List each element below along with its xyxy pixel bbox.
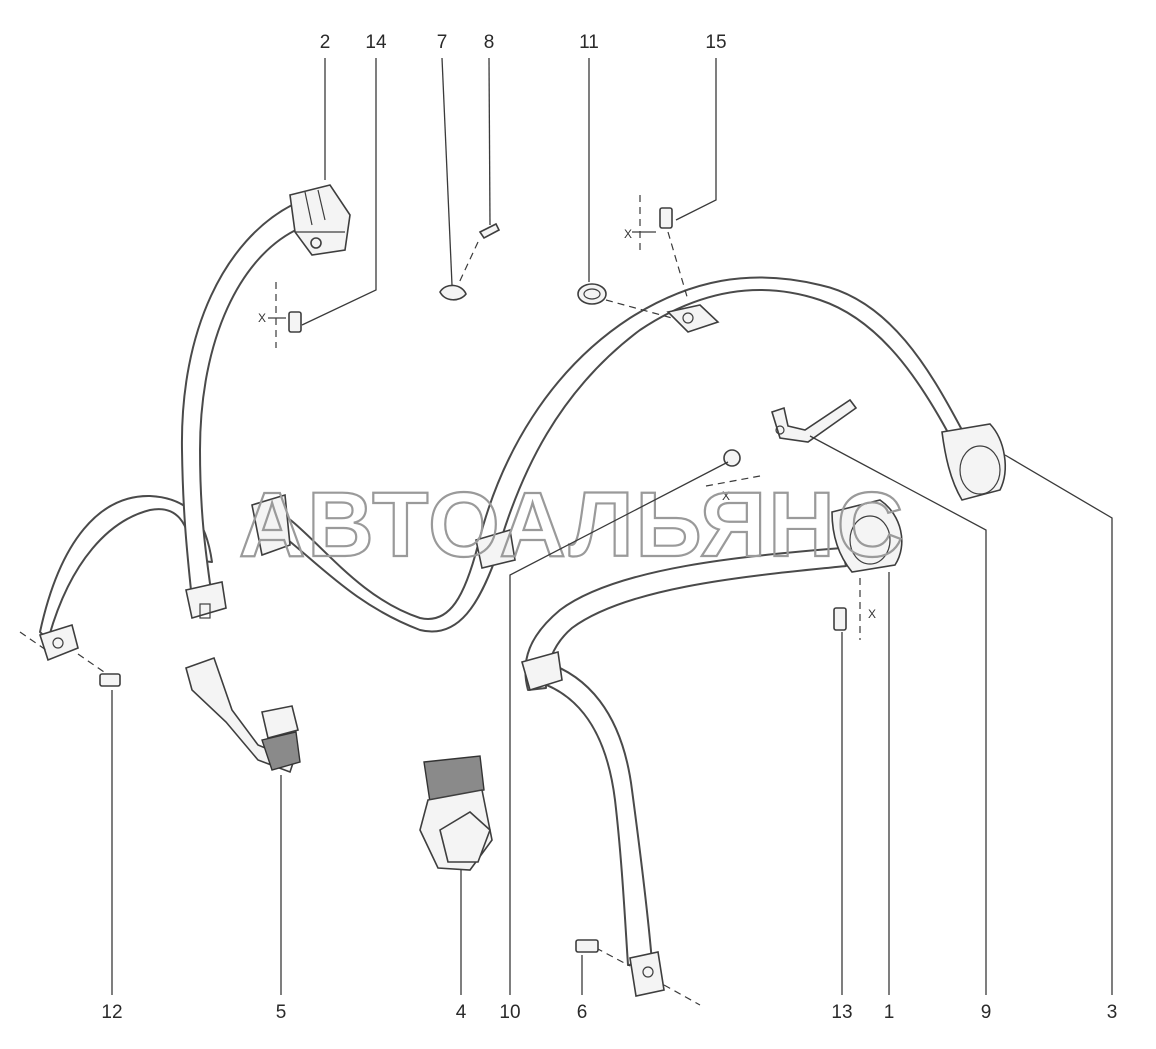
tongue-plate-center — [251, 493, 291, 557]
part-number-4: 4 — [456, 1002, 467, 1023]
tongue-plate-10 — [475, 528, 516, 569]
bolt-13: X — [833, 578, 876, 640]
part-number-11: 11 — [579, 32, 599, 53]
bolt-14: X — [258, 282, 302, 348]
part-number-2: 2 — [320, 32, 331, 53]
tongue-plate-left — [185, 581, 227, 620]
dimension-x-top: X — [624, 227, 632, 241]
part-number-12: 12 — [101, 1002, 122, 1023]
part-number-8: 8 — [484, 32, 495, 53]
bolt-6 — [575, 939, 599, 953]
cap-11 — [577, 283, 673, 319]
anchor-12-plate — [19, 623, 105, 673]
part-number-1: 1 — [884, 1002, 895, 1023]
dimension-x-right: X — [868, 607, 876, 621]
part-number-15: 15 — [705, 32, 726, 53]
watermark: АВТОАЛЬЯНС — [239, 474, 905, 576]
belt-center-s — [257, 276, 963, 633]
belt-right — [524, 547, 847, 691]
belt-left-lap — [39, 494, 213, 641]
clip-7 — [439, 284, 467, 301]
retractor-3 — [941, 423, 1006, 501]
bolt-12 — [99, 673, 121, 687]
buckle-4 — [419, 755, 493, 871]
belt-right-lower — [531, 661, 653, 966]
part-number-7: 7 — [437, 32, 448, 53]
buckle-5 — [185, 656, 301, 774]
dimension-x-left: X — [258, 311, 266, 325]
part-number-5: 5 — [276, 1002, 287, 1023]
dimension-x-mid: X — [722, 489, 730, 503]
pin-8 — [457, 222, 501, 286]
part-number-10: 10 — [499, 1002, 520, 1023]
tongue-plate-right — [521, 650, 563, 692]
retractor-1 — [831, 499, 903, 573]
bracket-9 — [771, 398, 858, 443]
part-number-3: 3 — [1107, 1002, 1118, 1023]
upper-anchor — [666, 304, 720, 333]
part-number-9: 9 — [981, 1002, 992, 1023]
upper-belt-guide — [289, 184, 351, 256]
part-number-14: 14 — [365, 32, 387, 53]
part-number-13: 13 — [831, 1002, 852, 1023]
leader-lines — [111, 57, 1113, 995]
part-number-6: 6 — [577, 1002, 588, 1023]
anchor-6-plate — [595, 947, 701, 1006]
bolt-15: X — [624, 195, 689, 301]
